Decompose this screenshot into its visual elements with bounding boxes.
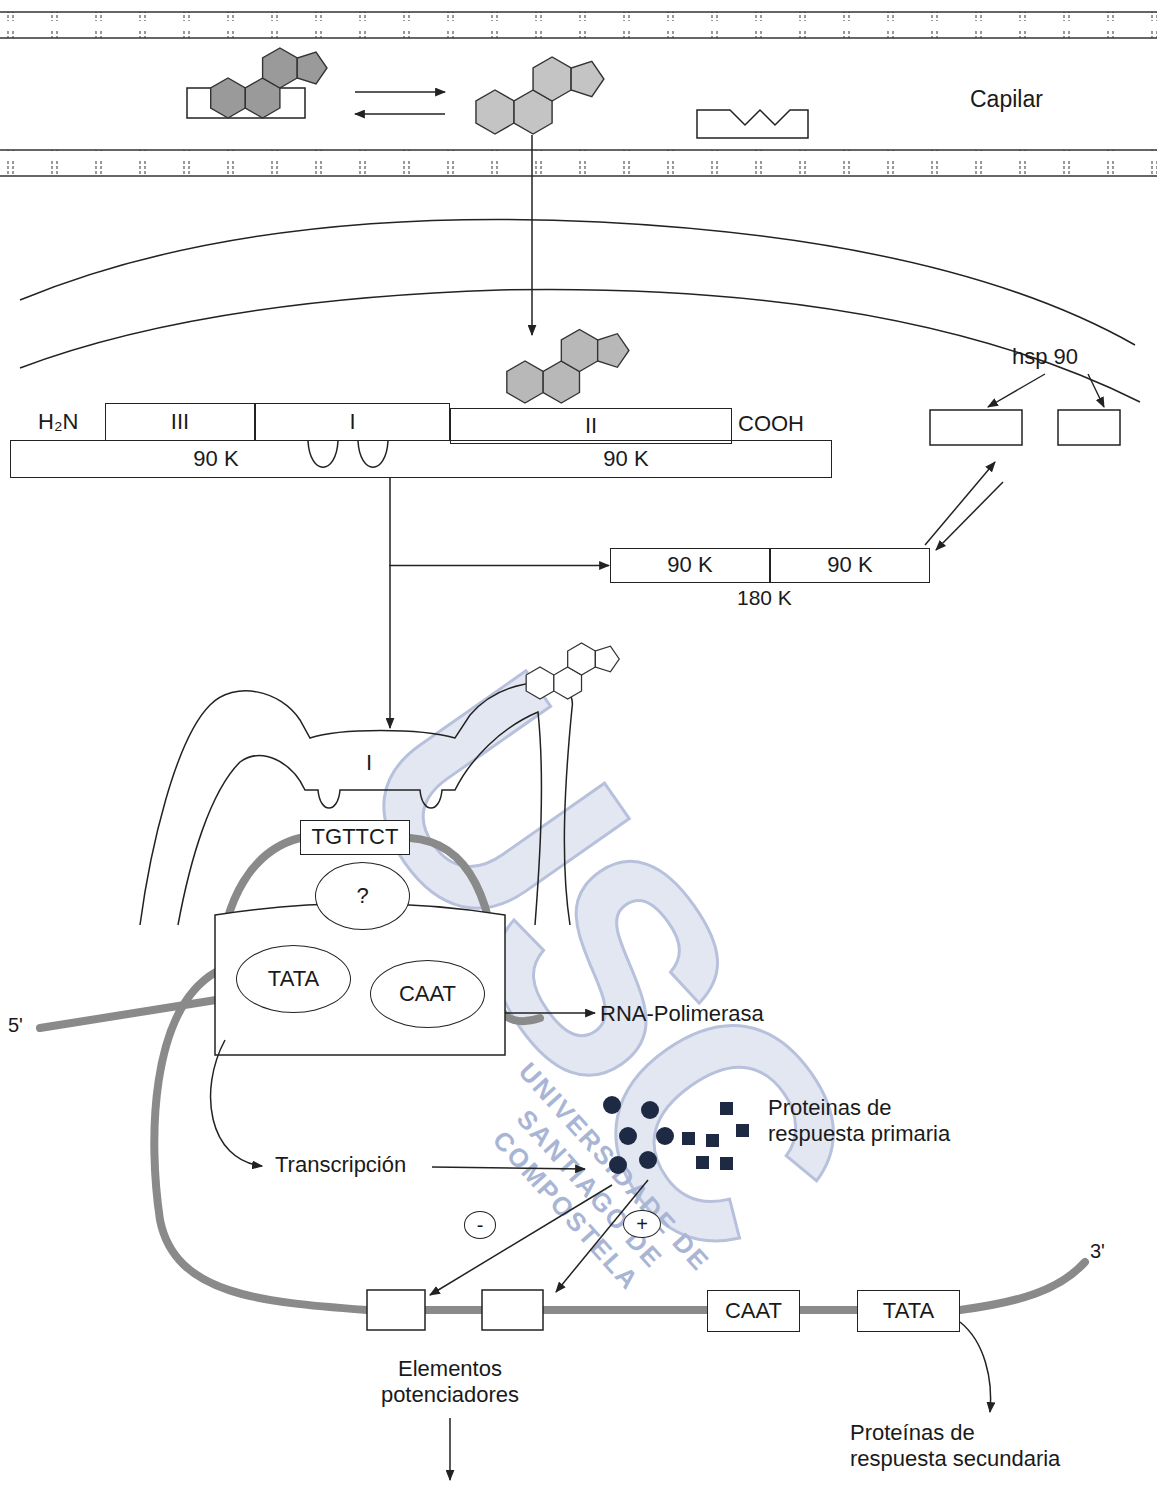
domain-box: III bbox=[105, 403, 255, 441]
steroid-cytoplasm bbox=[507, 330, 629, 404]
enzyme-label: RNA-Polimerasa bbox=[600, 1001, 764, 1027]
promoter-ellipse: TATA bbox=[236, 945, 351, 1013]
node-text: ? bbox=[356, 884, 368, 908]
node-text: 90 K bbox=[667, 553, 712, 577]
dimer-box: 90 K bbox=[770, 548, 930, 583]
node-text: + bbox=[636, 1213, 648, 1235]
receptor-outline bbox=[178, 712, 541, 925]
node-text: CAAT bbox=[725, 1299, 782, 1323]
process-label: Transcripción bbox=[275, 1152, 406, 1178]
carrier-protein-empty bbox=[697, 110, 808, 138]
protein-squares bbox=[682, 1102, 749, 1170]
region-label: Elementos potenciadores bbox=[352, 1356, 548, 1408]
protein-label: hsp 90 bbox=[1012, 344, 1078, 370]
leader-arrow bbox=[1088, 374, 1104, 407]
activation-arrow bbox=[389, 565, 391, 728]
protein-group-label: Proteínas de respuesta secundaria bbox=[850, 1420, 1068, 1472]
strand-end-label: 5' bbox=[8, 1014, 23, 1038]
receptor-dip bbox=[308, 441, 338, 467]
equilibrium-arrow bbox=[925, 462, 995, 545]
nuclear-membrane bbox=[20, 290, 1140, 403]
enhancer-box bbox=[367, 1290, 425, 1330]
leader-arrow bbox=[988, 374, 1045, 407]
hsp90-box bbox=[930, 410, 1022, 445]
promoter-box: CAAT bbox=[707, 1290, 800, 1332]
equilibrium-arrow bbox=[355, 91, 445, 93]
mass-label: 180 K bbox=[737, 586, 792, 611]
unknown-factor: ? bbox=[315, 862, 410, 930]
node-text: TATA bbox=[883, 1299, 934, 1323]
terminus-label: COOH bbox=[738, 411, 804, 437]
response-element-box: TGTTCT bbox=[300, 820, 410, 855]
domain-box: II bbox=[450, 408, 732, 444]
entry-arrow bbox=[531, 135, 533, 335]
enhancer-box bbox=[482, 1290, 543, 1330]
steroid-free bbox=[476, 57, 604, 134]
node-text: CAAT bbox=[399, 982, 456, 1006]
region-label: Capilar bbox=[970, 86, 1043, 113]
connector bbox=[390, 478, 609, 566]
steroid-bound bbox=[211, 48, 327, 118]
node-text: - bbox=[477, 1214, 484, 1236]
domain-box: I bbox=[255, 403, 450, 441]
node-text: TATA bbox=[268, 967, 319, 991]
promoter-box: TATA bbox=[857, 1290, 960, 1332]
polymerase-arrow bbox=[505, 1012, 595, 1014]
output-arrow bbox=[449, 1418, 451, 1480]
receptor-bar: 90 K 90 K bbox=[10, 440, 832, 478]
node-text: III bbox=[171, 410, 189, 434]
domain-label: I bbox=[366, 750, 372, 776]
terminus-label: H₂N bbox=[38, 409, 78, 435]
receptor-dip bbox=[358, 441, 388, 467]
dna-strand bbox=[40, 838, 1085, 1310]
dimer-box: 90 K bbox=[610, 548, 770, 583]
protein-dots bbox=[603, 1096, 674, 1174]
node-text: I bbox=[349, 410, 355, 434]
transcription-arrow bbox=[432, 1167, 585, 1169]
node-text: 90 K bbox=[603, 447, 648, 471]
node-text: 90 K bbox=[193, 447, 238, 471]
equilibrium-arrow bbox=[355, 113, 445, 115]
protein-group-label: Proteinas de respuesta primaria bbox=[768, 1095, 978, 1147]
node-text: II bbox=[585, 414, 597, 438]
repression-arrow bbox=[430, 1185, 612, 1295]
cell-membrane bbox=[20, 219, 1135, 345]
node-text: TGTTCT bbox=[312, 825, 399, 849]
sign-circle: - bbox=[464, 1211, 497, 1239]
steroid-bound-receptor bbox=[526, 643, 619, 699]
equilibrium-arrow bbox=[936, 482, 1003, 550]
transcription-arrow bbox=[211, 1040, 262, 1166]
capillary-wall bbox=[0, 12, 1157, 176]
node-text: 90 K bbox=[827, 553, 872, 577]
sign-circle: + bbox=[623, 1210, 661, 1238]
hsp90-box bbox=[1058, 410, 1120, 445]
output-arrow bbox=[960, 1322, 991, 1412]
promoter-ellipse: CAAT bbox=[370, 960, 485, 1028]
strand-end-label: 3' bbox=[1090, 1240, 1105, 1264]
